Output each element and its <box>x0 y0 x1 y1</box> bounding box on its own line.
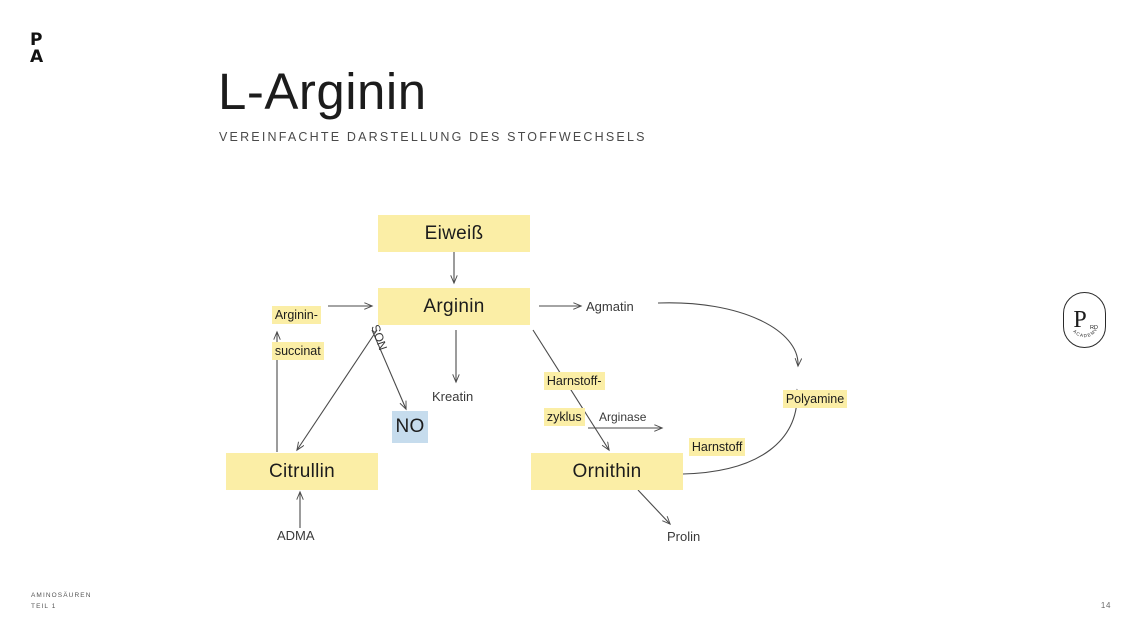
footer-line-2: TEIL 1 <box>31 603 57 610</box>
node-no-label: NO <box>395 416 425 437</box>
node-argininsuccinat-label-line2: succinat <box>271 342 324 360</box>
node-prolin[interactable]: Prolin <box>667 529 701 544</box>
edge-label-arginase: Arginase <box>599 410 647 424</box>
page-number: 14 <box>1100 601 1111 610</box>
node-argininsuccinat[interactable]: Arginin- succinat <box>251 288 324 378</box>
footer-line-1: AMINOSÄUREN <box>31 592 92 599</box>
node-no[interactable]: NO <box>392 411 428 443</box>
node-citrullin-label: Citrullin <box>268 460 336 482</box>
node-harnstoff-label: Harnstoff <box>688 438 746 456</box>
footer-caption: AMINOSÄUREN TEIL 1 <box>31 590 92 612</box>
node-eiweiss-label: Eiweiß <box>424 222 484 244</box>
node-harnstoffzyklus-label-line1: Harnstoff- <box>543 372 605 390</box>
brand-mark-line-2: A <box>30 47 44 67</box>
node-kreatin[interactable]: Kreatin <box>432 389 474 404</box>
stamp-superscript: RD <box>1090 325 1098 331</box>
edge-ornithin-prolin <box>637 489 670 524</box>
node-adma[interactable]: ADMA <box>277 528 315 543</box>
node-harnstoff[interactable]: Harnstoff <box>668 420 746 474</box>
node-eiweiss[interactable]: Eiweiß <box>378 215 530 252</box>
node-arginin-label: Arginin <box>423 295 485 317</box>
page-title: L-Arginin <box>218 63 427 120</box>
node-argininsuccinat-label-line1: Arginin- <box>271 306 321 324</box>
node-harnstoffzyklus-label-line2: zyklus <box>543 408 585 426</box>
node-polyamine-label: Polyamine <box>782 390 848 408</box>
brand-mark-pa: P A <box>30 32 43 66</box>
node-polyamine[interactable]: Polyamine <box>762 372 848 426</box>
page-subtitle: VEREINFACHTE DARSTELLUNG DES STOFFWECHSE… <box>219 130 647 144</box>
node-arginin[interactable]: Arginin <box>378 288 530 325</box>
edge-agmatin-polyamine <box>657 302 798 366</box>
stamp-letter: P <box>1073 307 1086 333</box>
node-citrullin[interactable]: Citrullin <box>226 453 378 490</box>
academy-stamp-logo: P RD ACADEMY <box>1063 292 1106 348</box>
node-agmatin[interactable]: Agmatin <box>586 299 634 314</box>
brand-mark-line-1: P <box>30 30 43 50</box>
edge-label-nos: NOS <box>368 322 391 352</box>
node-harnstoffzyklus[interactable]: Harnstoff- zyklus <box>523 354 605 444</box>
node-ornithin[interactable]: Ornithin <box>531 453 683 490</box>
stamp-outline <box>1063 292 1106 348</box>
node-ornithin-label: Ornithin <box>572 460 642 482</box>
